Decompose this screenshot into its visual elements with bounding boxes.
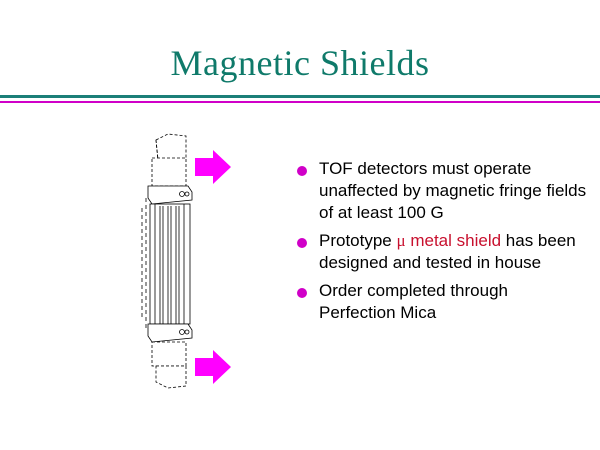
mu-symbol: μ [396,231,406,250]
title-rule-teal [0,95,600,98]
bullet-dot [297,238,307,248]
bullet-item: TOF detectors must operate unaffected by… [297,158,587,224]
bullet-dot [297,166,307,176]
bullet-item: Order completed through Perfection Mica [297,280,587,324]
bullet-item: Prototype μ metal shield has been design… [297,230,587,274]
bullet-text: Order completed through Perfection Mica [319,281,508,322]
bullet-text-after: has been designed and tested in house [319,231,576,272]
title-rule-magenta [0,101,600,103]
slide-title: Magnetic Shields [170,43,430,83]
shield-assembly-drawing [141,133,193,389]
bullet-dot [297,288,307,298]
arrow-right-icon [195,350,231,384]
bullet-list: TOF detectors must operate unaffected by… [297,158,587,330]
bullet-text-before: Prototype [319,231,397,250]
highlight-text: metal shield [405,231,502,250]
bullet-text: TOF detectors must operate unaffected by… [319,159,587,222]
arrow-right-icon [195,150,231,184]
